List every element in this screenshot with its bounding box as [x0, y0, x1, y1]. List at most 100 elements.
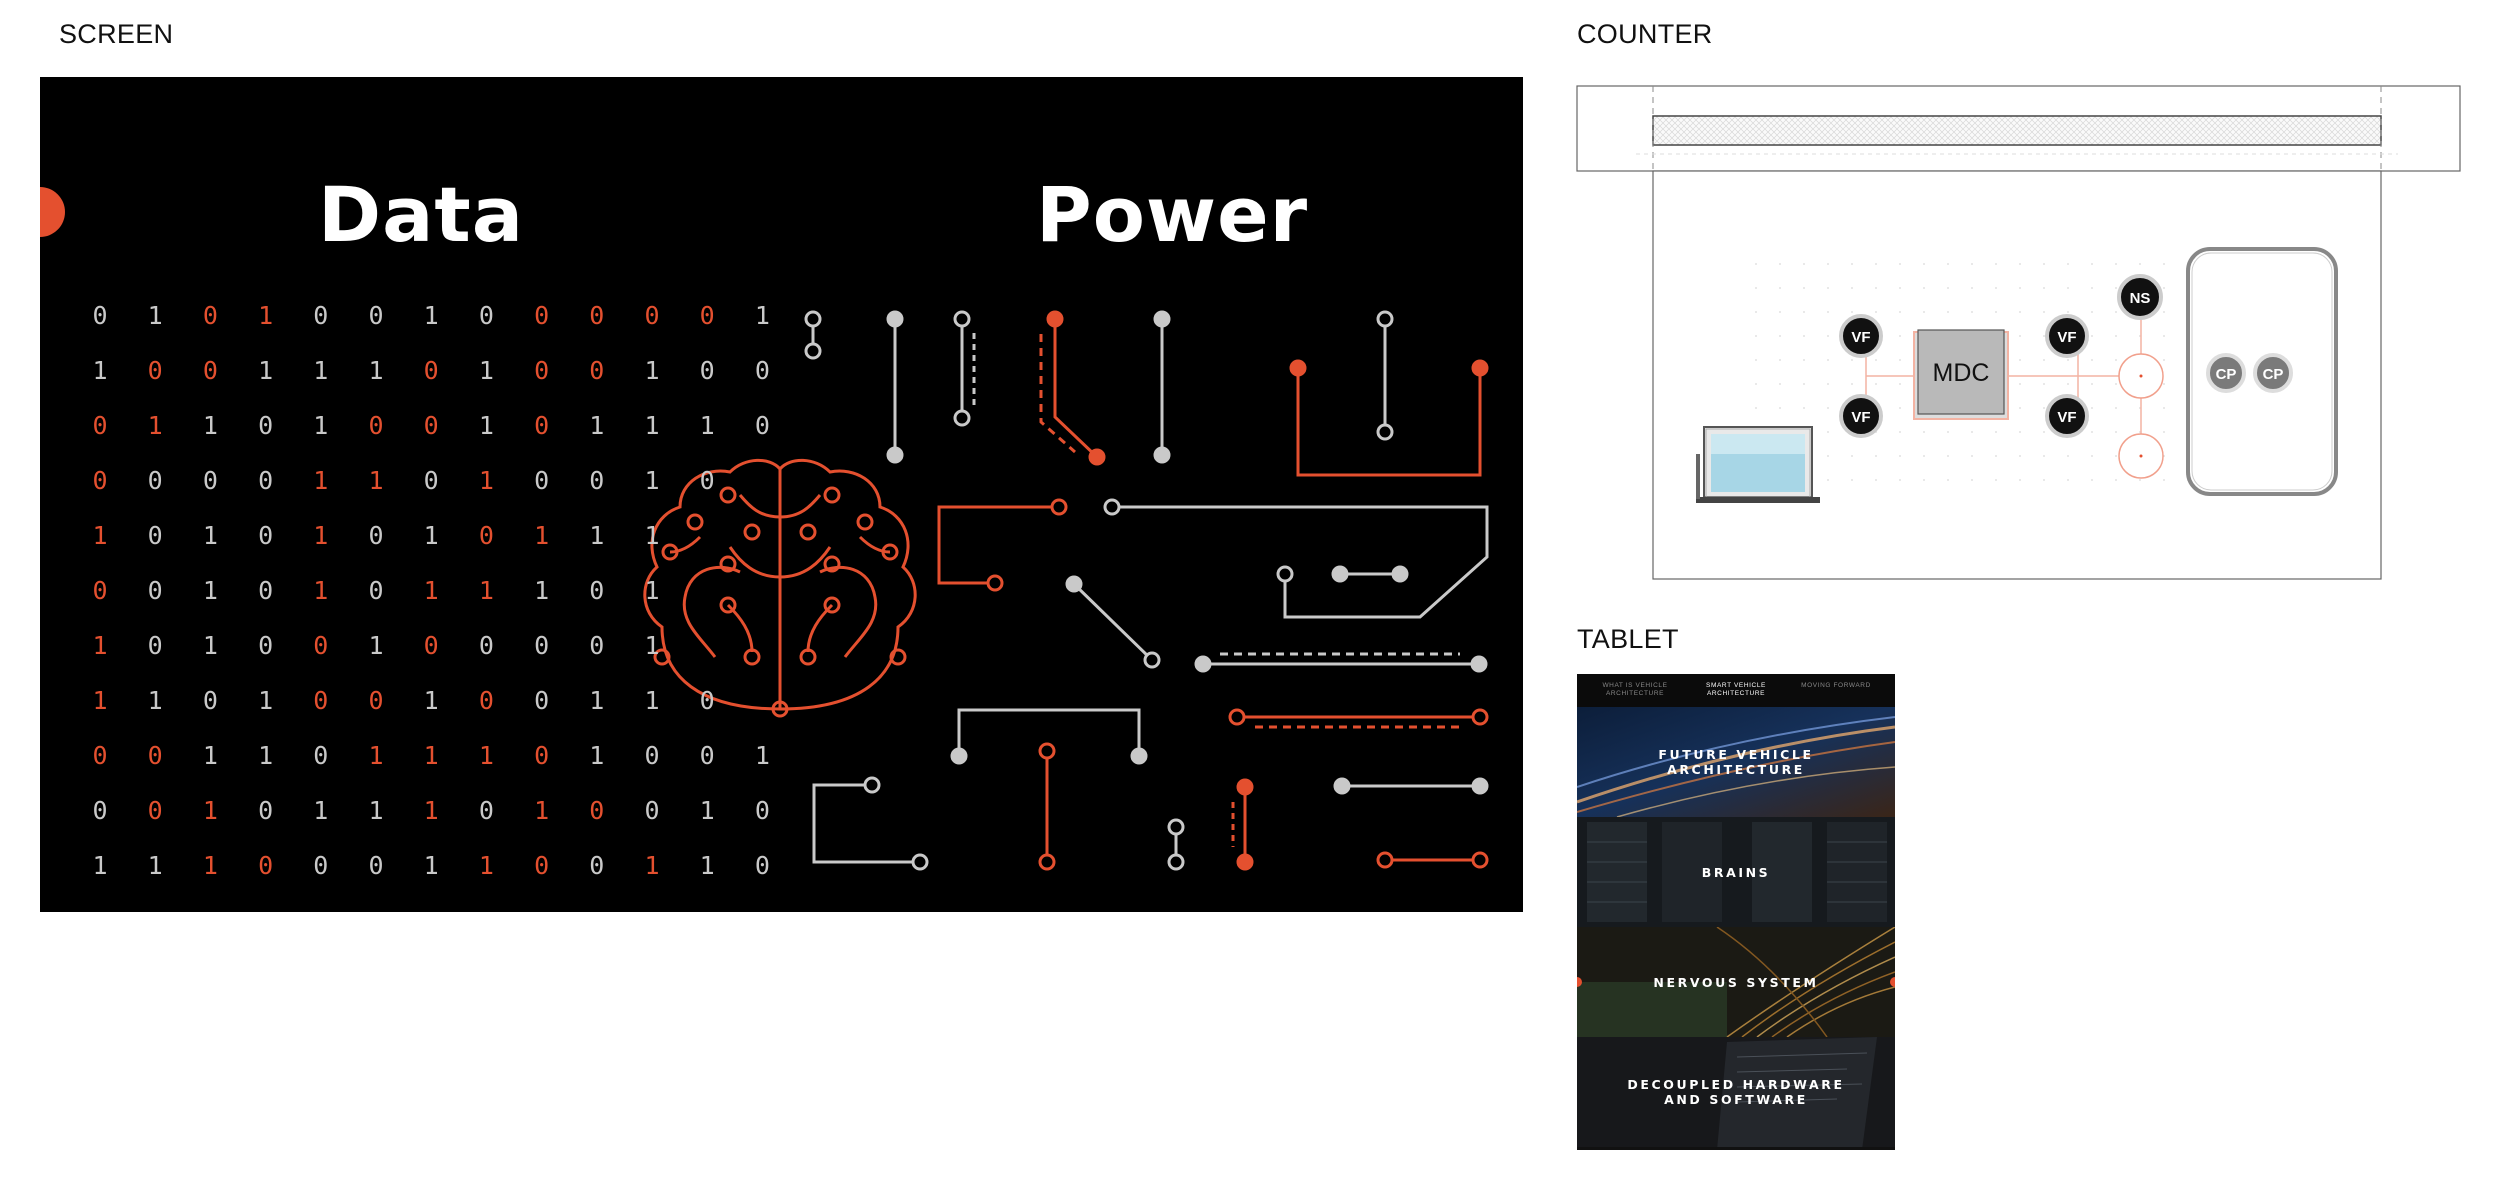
ns-label: NS	[2130, 290, 2151, 307]
binary-digit: 0	[92, 741, 108, 770]
binary-digit: 0	[478, 796, 494, 825]
section-label-counter: COUNTER	[1577, 19, 1713, 49]
cp-label: CP	[2216, 366, 2237, 383]
tablet-nav-item[interactable]: WHAT IS VEHICLE ARCHITECTURE	[1602, 682, 1668, 697]
binary-digit: 1	[202, 576, 218, 605]
binary-digit: 0	[258, 851, 274, 880]
tile-label: NERVOUS SYSTEM	[1653, 975, 1819, 990]
binary-digit: 0	[258, 576, 274, 605]
vf-node: VF	[1839, 314, 1883, 358]
binary-digit: 0	[313, 301, 329, 330]
binary-digit: 0	[644, 796, 660, 825]
binary-digit: 1	[202, 796, 218, 825]
binary-digit: 1	[644, 686, 660, 715]
binary-digit: 1	[478, 576, 494, 605]
binary-digit: 0	[589, 576, 605, 605]
mdc-label: MDC	[1933, 359, 1990, 387]
binary-digit: 1	[202, 521, 218, 550]
binary-digit: 0	[202, 466, 218, 495]
tile-nervous-system[interactable]: NERVOUS SYSTEM	[1577, 927, 1895, 1037]
circuit-traces-grey	[804, 310, 1489, 871]
binary-digit: 0	[754, 851, 770, 880]
binary-digit: 1	[589, 741, 605, 770]
binary-digit: 1	[423, 686, 439, 715]
binary-digit: 1	[699, 851, 715, 880]
mdc-module	[1917, 329, 2005, 415]
binary-digit: 1	[202, 851, 218, 880]
binary-digit: 0	[534, 851, 550, 880]
binary-digit: 1	[423, 851, 439, 880]
binary-digit: 0	[368, 521, 384, 550]
binary-digit: 1	[699, 411, 715, 440]
tablet-mockup: WHAT IS VEHICLE ARCHITECTURE SMART VEHICL…	[1577, 674, 1895, 1150]
binary-digit: 1	[644, 851, 660, 880]
binary-digit: 1	[313, 411, 329, 440]
vf-label: VF	[1851, 329, 1870, 346]
tile-brains[interactable]: BRAINS	[1577, 817, 1895, 927]
binary-digit: 0	[699, 741, 715, 770]
binary-digit: 1	[147, 301, 163, 330]
binary-digit: 1	[589, 686, 605, 715]
binary-digit: 1	[754, 741, 770, 770]
binary-digit: 1	[313, 356, 329, 385]
binary-digit: 1	[534, 521, 550, 550]
binary-digit: 0	[478, 521, 494, 550]
tile-decoupled-hardware-software[interactable]: DECOUPLED HARDWARE AND SOFTWARE	[1577, 1037, 1895, 1147]
binary-digit: 0	[534, 411, 550, 440]
binary-digit: 0	[258, 796, 274, 825]
binary-digit: 1	[423, 521, 439, 550]
binary-digit: 0	[644, 741, 660, 770]
binary-digit: 0	[534, 741, 550, 770]
binary-digit: 0	[313, 741, 329, 770]
binary-digit: 0	[478, 686, 494, 715]
binary-digit: 1	[644, 411, 660, 440]
binary-digit: 0	[202, 356, 218, 385]
binary-digit: 0	[258, 631, 274, 660]
binary-digit: 0	[147, 796, 163, 825]
binary-digit: 1	[478, 466, 494, 495]
binary-digit: 0	[368, 301, 384, 330]
binary-digit: 1	[534, 576, 550, 605]
binary-digit: 1	[699, 796, 715, 825]
binary-digit: 0	[368, 686, 384, 715]
section-label-tablet: TABLET	[1577, 624, 1679, 654]
vf-node: VF	[2045, 394, 2089, 438]
binary-digit: 1	[368, 631, 384, 660]
tile-future-vehicle-architecture[interactable]: FUTURE VEHICLE ARCHITECTURE	[1577, 707, 1895, 817]
binary-digit: 0	[147, 466, 163, 495]
binary-digit: 0	[92, 301, 108, 330]
tablet-nav-item[interactable]: MOVING FORWARD	[1801, 682, 1871, 689]
binary-digit: 1	[368, 466, 384, 495]
binary-digit: 0	[92, 411, 108, 440]
binary-digit: 1	[202, 631, 218, 660]
binary-digit: 1	[589, 411, 605, 440]
binary-digit: 0	[754, 356, 770, 385]
binary-digit: 0	[147, 741, 163, 770]
binary-digit: 0	[202, 686, 218, 715]
binary-digit: 0	[589, 631, 605, 660]
binary-digit: 1	[92, 631, 108, 660]
binary-digit: 1	[644, 466, 660, 495]
tile-label: FUTURE VEHICLE ARCHITECTURE	[1658, 747, 1814, 777]
binary-digit: 0	[368, 851, 384, 880]
binary-digit: 1	[92, 686, 108, 715]
title-data: Data	[318, 170, 524, 259]
binary-digit: 0	[534, 301, 550, 330]
binary-digit: 0	[368, 411, 384, 440]
binary-digit: 0	[534, 356, 550, 385]
vf-node: VF	[2045, 314, 2089, 358]
binary-digit: 1	[313, 576, 329, 605]
tablet-nav-item[interactable]: SMART VEHICLE ARCHITECTURE	[1706, 682, 1766, 697]
binary-digit: 0	[202, 301, 218, 330]
tile-bg-laptop	[1577, 1037, 1895, 1147]
vf-label: VF	[2057, 409, 2076, 426]
tile-bg-fibers	[1577, 927, 1895, 1037]
binary-digit: 1	[423, 576, 439, 605]
tablet-nav-bar: WHAT IS VEHICLE ARCHITECTURE SMART VEHICL…	[1577, 674, 1895, 707]
